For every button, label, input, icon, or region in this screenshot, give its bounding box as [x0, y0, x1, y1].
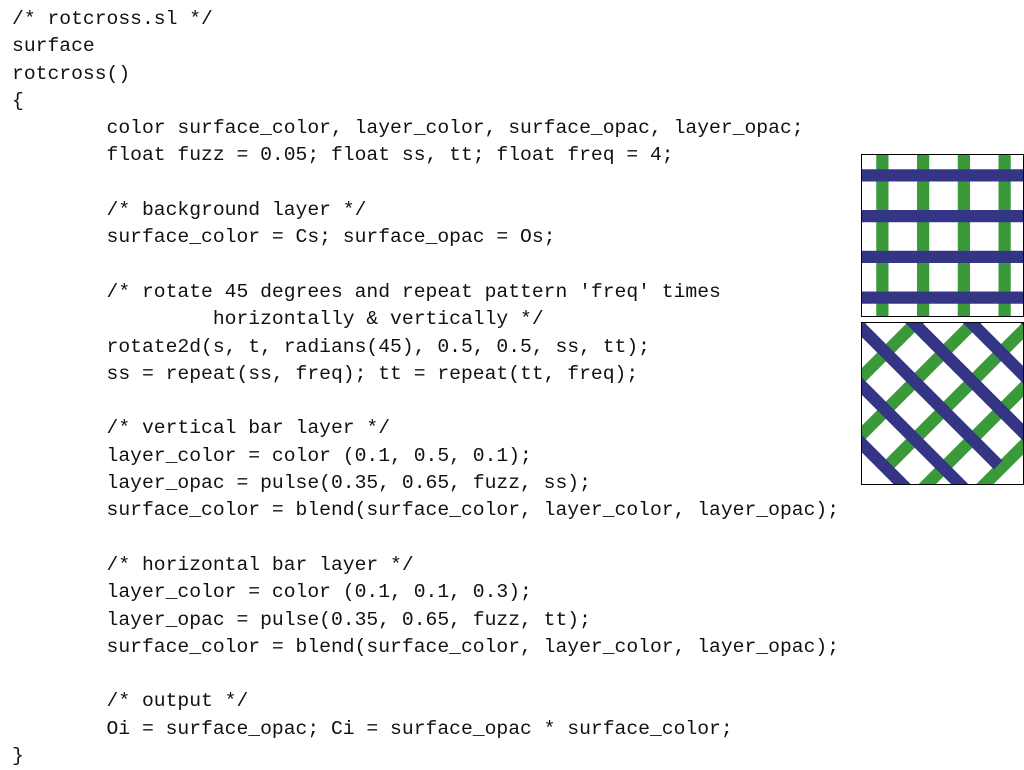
horizontal-bar — [862, 169, 1023, 182]
horizontal-bar — [862, 333, 945, 484]
code-line: layer_color = color (0.1, 0.1, 0.3); — [12, 581, 532, 604]
cross-pattern-graphic — [862, 155, 1023, 316]
horizontal-bar — [862, 250, 1023, 263]
code-line: surface_color = blend(surface_color, lay… — [12, 499, 840, 522]
code-line: { — [12, 89, 24, 112]
code-line: /* rotcross.sl */ — [12, 8, 213, 30]
code-line: /* background layer */ — [12, 199, 367, 222]
code-line: layer_opac = pulse(0.35, 0.65, fuzz, tt)… — [12, 608, 591, 631]
code-line: /* horizontal bar layer */ — [12, 553, 414, 576]
code-line: surface_color = blend(surface_color, lay… — [12, 635, 840, 658]
rotated-cross-pattern-image — [861, 322, 1024, 485]
vertical-bar — [998, 155, 1011, 316]
code-line: Oi = surface_opac; Ci = surface_opac * s… — [12, 717, 733, 740]
horizontal-bar — [862, 323, 1003, 470]
horizontal-bar — [862, 291, 1023, 304]
horizontal-bar — [862, 323, 1023, 441]
code-line — [12, 661, 839, 688]
code-line: /* rotate 45 degrees and repeat pattern … — [12, 280, 721, 303]
code-line: rotate2d(s, t, radians(45), 0.5, 0.5, ss… — [12, 335, 650, 358]
vertical-bar — [862, 323, 1020, 412]
code-line: rotcross() — [12, 62, 131, 85]
code-line — [12, 252, 839, 279]
code-line: ss = repeat(ss, freq); tt = repeat(tt, f… — [12, 362, 639, 385]
vertical-bar — [957, 155, 970, 316]
horizontal-bar — [867, 323, 1023, 412]
code-line: surface_color = Cs; surface_opac = Os; — [12, 226, 556, 249]
vertical-bar — [942, 333, 1023, 484]
horizontal-bar — [862, 210, 1023, 223]
code-line — [12, 170, 839, 197]
vertical-bar — [862, 323, 1023, 441]
code-line: layer_color = color (0.1, 0.5, 0.1); — [12, 444, 532, 467]
code-line: surface — [12, 35, 95, 58]
code-line: color surface_color, layer_color, surfac… — [12, 117, 804, 140]
code-line — [12, 525, 839, 552]
code-line: /* vertical bar layer */ — [12, 417, 391, 440]
code-line: } — [12, 745, 24, 768]
vertical-bar — [876, 155, 889, 316]
vertical-bar — [917, 155, 930, 316]
rotated-cross-pattern-graphic — [862, 323, 1023, 484]
vertical-bar — [884, 323, 1023, 470]
code-line: /* output */ — [12, 690, 249, 713]
shader-source-code: /* rotcross.sl */ surface rotcross() { colo… — [12, 6, 839, 770]
vertical-bar — [913, 323, 1023, 484]
code-line: layer_opac = pulse(0.35, 0.65, fuzz, ss)… — [12, 472, 591, 495]
code-line: float fuzz = 0.05; float ss, tt; float f… — [12, 144, 674, 167]
code-line — [12, 388, 839, 415]
horizontal-bar — [862, 323, 974, 484]
unrotated-cross-pattern-image — [861, 154, 1024, 317]
code-line: horizontally & vertically */ — [12, 308, 544, 331]
